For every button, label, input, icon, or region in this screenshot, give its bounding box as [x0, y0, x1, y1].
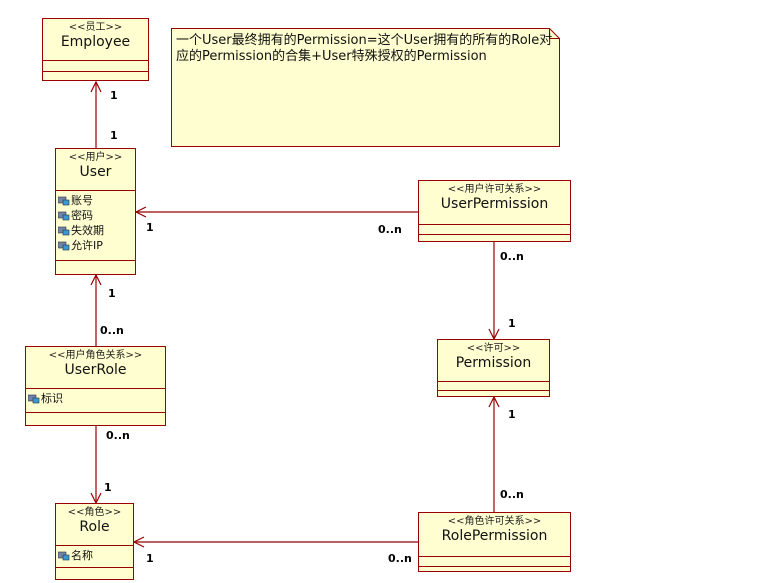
class-name: Employee [60, 34, 131, 50]
class-userrole[interactable]: <<用户角色关系>> UserRole 标识 [25, 346, 166, 426]
attribute-row: 允许IP [56, 238, 135, 253]
attribute-row: 名称 [56, 548, 133, 563]
class-name: RolePermission [441, 528, 548, 544]
attribute-key-icon [58, 241, 70, 250]
multiplicity-label: 1 [508, 317, 516, 330]
attribute-name: 失效期 [71, 224, 104, 237]
attribute-name: 标识 [41, 392, 63, 405]
class-stereotype: <<许可>> [466, 343, 521, 354]
multiplicity-label: 0..n [388, 552, 412, 565]
attribute-key-icon [58, 551, 70, 560]
multiplicity-label: 1 [110, 89, 118, 102]
class-stereotype: <<用户角色关系>> [48, 350, 143, 361]
class-stereotype: <<用户许可关系>> [447, 184, 542, 195]
operations-section [419, 235, 570, 246]
multiplicity-label: 0..n [100, 324, 124, 337]
note-box [171, 28, 560, 147]
arrowhead-role-from-rolepermission [132, 536, 145, 548]
multiplicity-label: 1 [110, 129, 118, 142]
class-permission[interactable]: <<许可>> Permission [437, 339, 550, 397]
class-stereotype: <<角色>> [67, 507, 122, 518]
class-stereotype: <<员工>> [68, 22, 123, 33]
arrowhead-user-from-userrole [90, 273, 102, 286]
attribute-row: 账号 [56, 193, 135, 208]
attribute-row: 标识 [26, 391, 165, 406]
multiplicity-label: 1 [146, 552, 154, 565]
multiplicity-label: 0..n [500, 488, 524, 501]
attribute-name: 密码 [71, 209, 93, 222]
class-user[interactable]: <<用户>> User 账号 密码 失效期 允许IP [55, 148, 136, 275]
attributes-section [438, 382, 549, 391]
attribute-row: 密码 [56, 208, 135, 223]
attributes-section [43, 61, 148, 72]
arrowhead-user-from-userpermission [134, 206, 147, 218]
attributes-section: 账号 密码 失效期 允许IP [56, 191, 135, 261]
operations-section [56, 568, 133, 583]
class-stereotype: <<角色许可关系>> [447, 516, 542, 527]
operations-section [26, 413, 165, 427]
attribute-name: 允许IP [71, 239, 103, 252]
class-employee[interactable]: <<员工>> Employee [42, 18, 149, 81]
multiplicity-label: 1 [146, 221, 154, 234]
note-text: 一个User最终拥有的Permission=这个User拥有的所有的Role对应… [176, 33, 553, 64]
multiplicity-label: 0..n [378, 223, 402, 236]
attributes-section [419, 557, 570, 567]
multiplicity-label: 1 [104, 481, 112, 494]
class-name: User [79, 164, 112, 180]
attributes-section: 名称 [56, 546, 133, 568]
class-name: UserPermission [440, 196, 549, 212]
multiplicity-label: 0..n [106, 429, 130, 442]
class-name: Permission [455, 355, 532, 371]
attributes-section [419, 225, 570, 235]
attribute-key-icon [28, 394, 40, 403]
operations-section [419, 567, 570, 576]
attribute-name: 账号 [71, 194, 93, 207]
attribute-name: 名称 [71, 549, 93, 562]
class-userpermission[interactable]: <<用户许可关系>> UserPermission [418, 180, 571, 242]
attribute-key-icon [58, 226, 70, 235]
class-rolepermission[interactable]: <<角色许可关系>> RolePermission [418, 512, 571, 572]
attributes-section: 标识 [26, 389, 165, 413]
operations-section [56, 261, 135, 278]
operations-section [43, 72, 148, 84]
class-name: Role [79, 519, 110, 535]
multiplicity-label: 1 [508, 408, 516, 421]
attribute-key-icon [58, 196, 70, 205]
attribute-key-icon [58, 211, 70, 220]
arrowhead-permission-from-rolepermission [488, 395, 500, 408]
class-stereotype: <<用户>> [68, 152, 123, 163]
attribute-row: 失效期 [56, 223, 135, 238]
arrowhead-employee [90, 80, 102, 93]
multiplicity-label: 1 [108, 287, 116, 300]
operations-section [438, 391, 549, 401]
multiplicity-label: 0..n [500, 250, 524, 263]
class-name: UserRole [64, 362, 127, 378]
class-role[interactable]: <<角色>> Role 名称 [55, 503, 134, 580]
